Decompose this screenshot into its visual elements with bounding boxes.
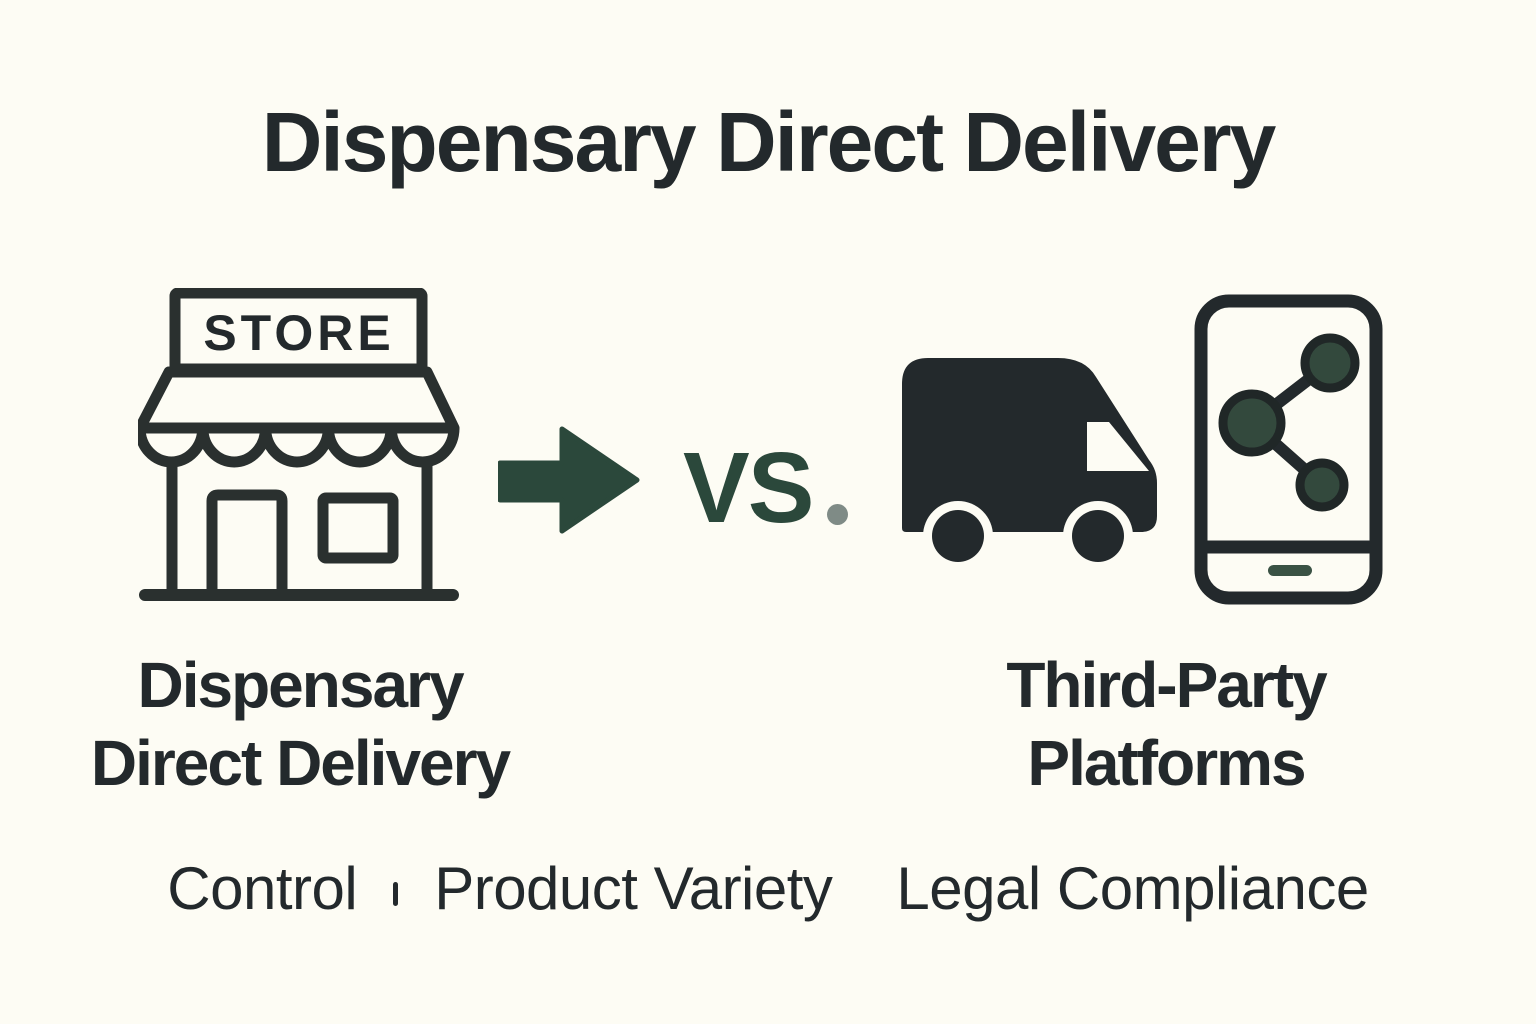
- features-row: Control Product Variety Legal Compliance: [0, 854, 1536, 924]
- vs-label: VS: [683, 438, 848, 538]
- arrow-right-icon: [498, 426, 640, 534]
- caption-left-line1: Dispensary: [137, 649, 464, 721]
- truck-wheel-front: [1072, 510, 1124, 562]
- caption-left-line2: Direct Delivery: [90, 727, 511, 799]
- phone-home-dash: [1268, 565, 1312, 576]
- vs-period-dot: [827, 504, 848, 525]
- feature-legal-compliance: Legal Compliance: [896, 855, 1369, 922]
- feature-product-variety: Product Variety: [434, 855, 833, 922]
- share-node-bottom: [1295, 458, 1349, 512]
- store-awning: [138, 366, 460, 434]
- share-node-top: [1300, 333, 1360, 393]
- caption-right-line1: Third-Party: [1006, 649, 1327, 721]
- page-title: Dispensary Direct Delivery: [261, 95, 1277, 189]
- truck-wheel-rear: [932, 510, 984, 562]
- feature-separator-tick: [393, 882, 399, 906]
- store-door: [206, 489, 288, 595]
- truck-windshield: [1087, 422, 1149, 471]
- caption-right-line2: Platforms: [1027, 727, 1306, 799]
- phone-body: [1194, 294, 1383, 605]
- feature-control: Control: [167, 855, 358, 922]
- share-node-left: [1218, 389, 1286, 457]
- caption-dispensary-direct-delivery: Dispensary Direct Delivery: [50, 646, 550, 802]
- store-awning-scallops: [138, 427, 460, 468]
- smartphone-share-icon: [1194, 294, 1383, 605]
- caption-third-party-platforms: Third-Party Platforms: [916, 646, 1416, 802]
- truck-body: [902, 358, 1157, 532]
- vs-text: VS: [683, 432, 814, 544]
- store-walls: [166, 460, 433, 589]
- store-sign-text: STORE: [203, 305, 394, 361]
- share-network-icon: [1218, 333, 1360, 512]
- storefront-icon: STORE: [138, 288, 460, 601]
- delivery-truck-icon: [902, 358, 1157, 571]
- store-window: [317, 492, 399, 564]
- arrow-shape: [498, 426, 640, 534]
